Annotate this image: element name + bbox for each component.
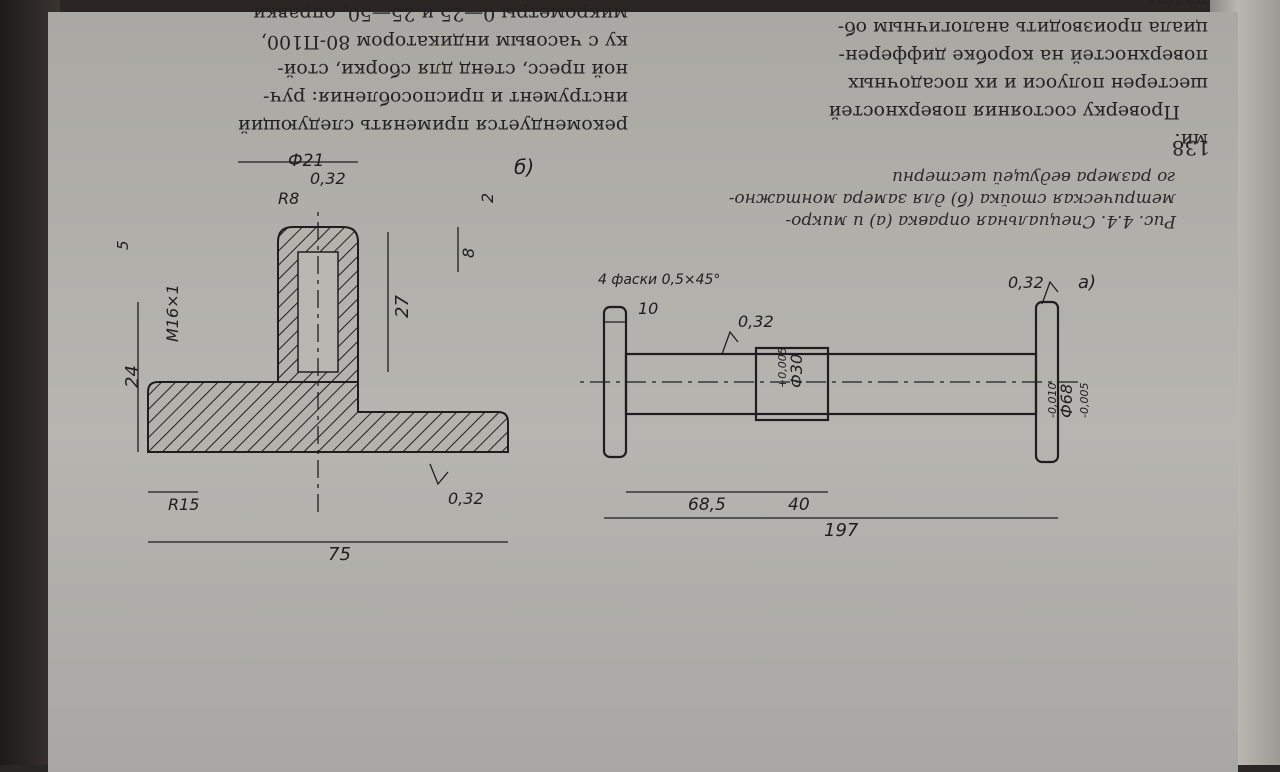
text-line: шестерен полуоси и их посадочных (848, 73, 1208, 95)
rough-a-1: 0,32 (738, 312, 774, 331)
dim-diam-end: Ф68 (1057, 384, 1076, 418)
dim-height: 24 (122, 365, 143, 388)
dim-radius: R15 (168, 495, 199, 514)
mandrel-shaft (624, 352, 1038, 416)
dim-seg2: 40 (788, 495, 810, 515)
mandrel-collar (754, 346, 830, 422)
dim-left-small: 5 (114, 240, 132, 250)
rough-b-bottom: 0,32 (310, 169, 346, 188)
dim-diam-b: Ф21 (288, 152, 324, 171)
rough-a-2: 0,32 (1008, 273, 1044, 292)
text-line: ми. (1174, 129, 1208, 151)
dim-inner: 27 (392, 295, 413, 318)
dim-diam-end-tol1: -0,005 (1078, 383, 1091, 418)
dim-diam-end-tol2: -0,010 (1046, 383, 1059, 418)
text-line: ку с часовым индикатором 80-П100, (260, 31, 628, 53)
dim-overall-a: 197 (824, 520, 859, 541)
figure-a-label: а) (1078, 272, 1096, 293)
text-line: поверхностей на коробке дифферен- (838, 45, 1208, 67)
text-line: инструмент и приспособления: руч- (263, 87, 628, 109)
caption-line: го размера ведущей шестерни (891, 167, 1176, 187)
caption-line: Рис. 4.4. Специальная оправка (а) и микр… (785, 211, 1176, 231)
dim-thread: M16×1 (163, 284, 182, 342)
dim-radius2: R8 (278, 189, 299, 208)
dim-gap: 2 (478, 193, 497, 203)
text-line: ной пресс, стенд для сборки, стой- (277, 59, 628, 81)
dim-end-len: 10 (638, 299, 658, 318)
text-line: Проверку состояния поверхностей (828, 101, 1180, 123)
dim-depth: 8 (459, 248, 478, 258)
dim-diam-mid: Ф30 (787, 354, 806, 388)
caption-line: метрическая стойка (б) для замера монтаж… (728, 189, 1176, 209)
dim-overall-b: 75 (328, 544, 351, 565)
stand-base (147, 381, 509, 453)
chamfer-note: 4 фаски 0,5×45° (598, 272, 720, 288)
text-line: микрометры 0—25 и 25—50, оправки (252, 3, 628, 25)
book-page: 138 Рис. 4.4. Специальная оправка (а) и … (48, 0, 1238, 772)
dim-seg1: 68,5 (688, 495, 726, 515)
figure-a-mandrel: 197 68,5 40 10 Ф30 +0,005 Ф68 -0,005 -0,… (578, 272, 1096, 541)
text-line: разом. (1141, 0, 1208, 11)
rough-b-top: 0,32 (448, 489, 484, 508)
figure-caption: Рис. 4.4. Специальная оправка (а) и микр… (656, 166, 1176, 232)
figure-b-label: б) (514, 155, 534, 179)
figure-b-stand: 75 R15 0,32 24 M16×1 27 8 2 5 R8 0,32 Ф2… (114, 152, 534, 565)
text-line: рекомендуется применять следующий (237, 115, 628, 137)
text-line: циала производить аналогичным об- (837, 17, 1208, 39)
dim-diam-mid-tol: +0,005 (776, 347, 789, 388)
